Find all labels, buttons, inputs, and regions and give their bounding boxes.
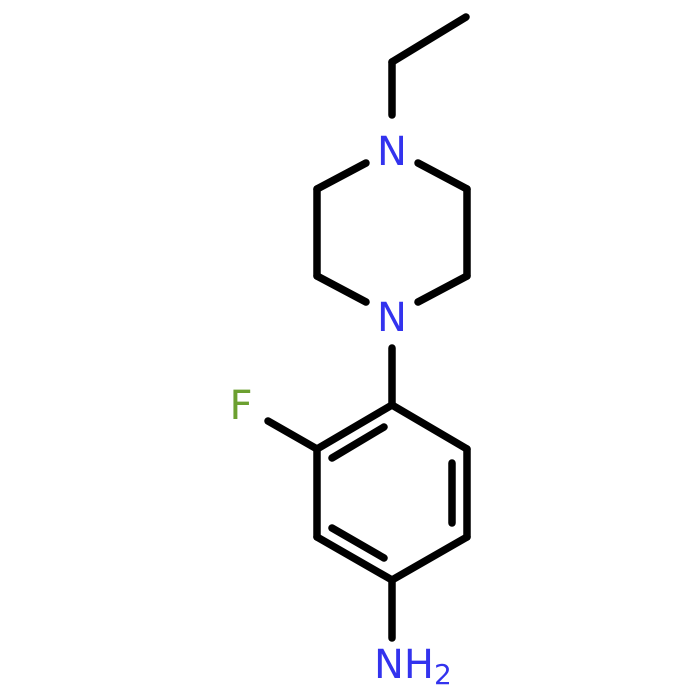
piperazine-bond-n1-c2 bbox=[414, 159, 471, 193]
atom-label-n-top: N bbox=[377, 129, 407, 175]
atom-label-n-bottom: N bbox=[377, 295, 407, 341]
ethyl-ch2-ch3-bond bbox=[388, 13, 470, 66]
amine-symbol: NH bbox=[374, 642, 434, 688]
benzene-ring bbox=[313, 401, 471, 584]
amine-subscript: 2 bbox=[434, 658, 452, 691]
ethyl-group bbox=[388, 13, 470, 119]
atom-label-amine: NH2 bbox=[374, 642, 452, 691]
benzene-inner-double-bond-bottom-left bbox=[328, 524, 388, 562]
benzene-bond-c3-c4 bbox=[388, 533, 471, 584]
piperazine-bond-c3-n4 bbox=[414, 272, 471, 306]
benzene-bond-c4-c5 bbox=[313, 533, 396, 584]
piperazine-ring bbox=[313, 159, 471, 306]
piperazine-bond-n4-c5 bbox=[313, 272, 370, 306]
benzene-bond-c1-c2 bbox=[388, 401, 471, 453]
atom-label-fluorine: F bbox=[229, 383, 252, 429]
piperazine-bond-c6-n1 bbox=[313, 159, 370, 193]
benzene-bond-c6-c1 bbox=[313, 401, 396, 453]
c-f-bond bbox=[264, 417, 321, 453]
benzene-inner-double-bond-top-left bbox=[328, 423, 388, 462]
